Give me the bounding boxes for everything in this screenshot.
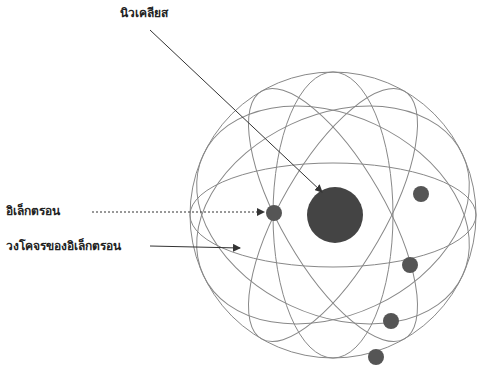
electron bbox=[266, 205, 282, 221]
electron bbox=[402, 257, 418, 273]
electron bbox=[383, 313, 399, 329]
leader-line bbox=[150, 30, 322, 192]
nucleus bbox=[307, 187, 363, 243]
leader-line bbox=[92, 212, 264, 213]
leader-line bbox=[150, 246, 240, 248]
electron bbox=[368, 349, 384, 365]
orbit-ellipse bbox=[190, 163, 476, 267]
orbit-ellipse bbox=[161, 64, 478, 366]
electron-label: อิเล็กตรอน bbox=[4, 204, 62, 218]
orbit-ellipse bbox=[161, 64, 478, 366]
electron bbox=[413, 186, 429, 202]
nucleus-label: นิวเคลียส bbox=[118, 6, 170, 20]
outer-orbit bbox=[190, 72, 476, 358]
orbit-label: วงโคจรของอิเล็กตรอน bbox=[4, 239, 123, 253]
orbit-ellipse bbox=[273, 72, 393, 358]
